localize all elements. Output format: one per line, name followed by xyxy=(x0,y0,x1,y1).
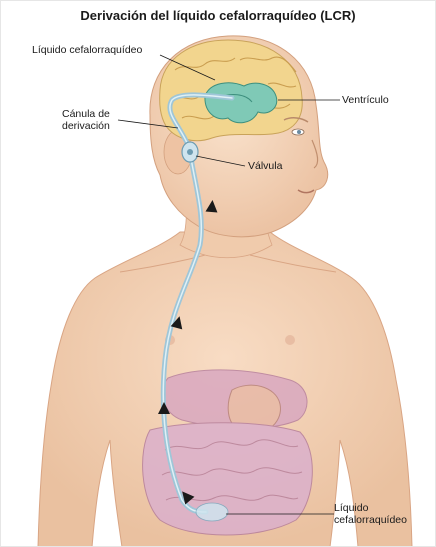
label-csf-bottom-line1: Líquido xyxy=(334,502,407,514)
label-csf-bottom: Líquido cefalorraquídeo xyxy=(334,502,407,526)
diagram-title: Derivación del líquido cefalorraquídeo (… xyxy=(0,8,436,23)
label-valve: Válvula xyxy=(248,160,282,172)
label-cannula-line2: derivación xyxy=(62,120,110,132)
label-ventricle: Ventrículo xyxy=(342,94,389,106)
label-csf-top: Líquido cefalorraquídeo xyxy=(32,44,142,56)
valve-shape xyxy=(182,142,198,162)
label-cannula: Cánula de derivación xyxy=(62,108,110,132)
label-cannula-line1: Cánula de xyxy=(62,108,110,120)
label-csf-bottom-line2: cefalorraquídeo xyxy=(334,514,407,526)
csf-pool xyxy=(196,503,228,521)
